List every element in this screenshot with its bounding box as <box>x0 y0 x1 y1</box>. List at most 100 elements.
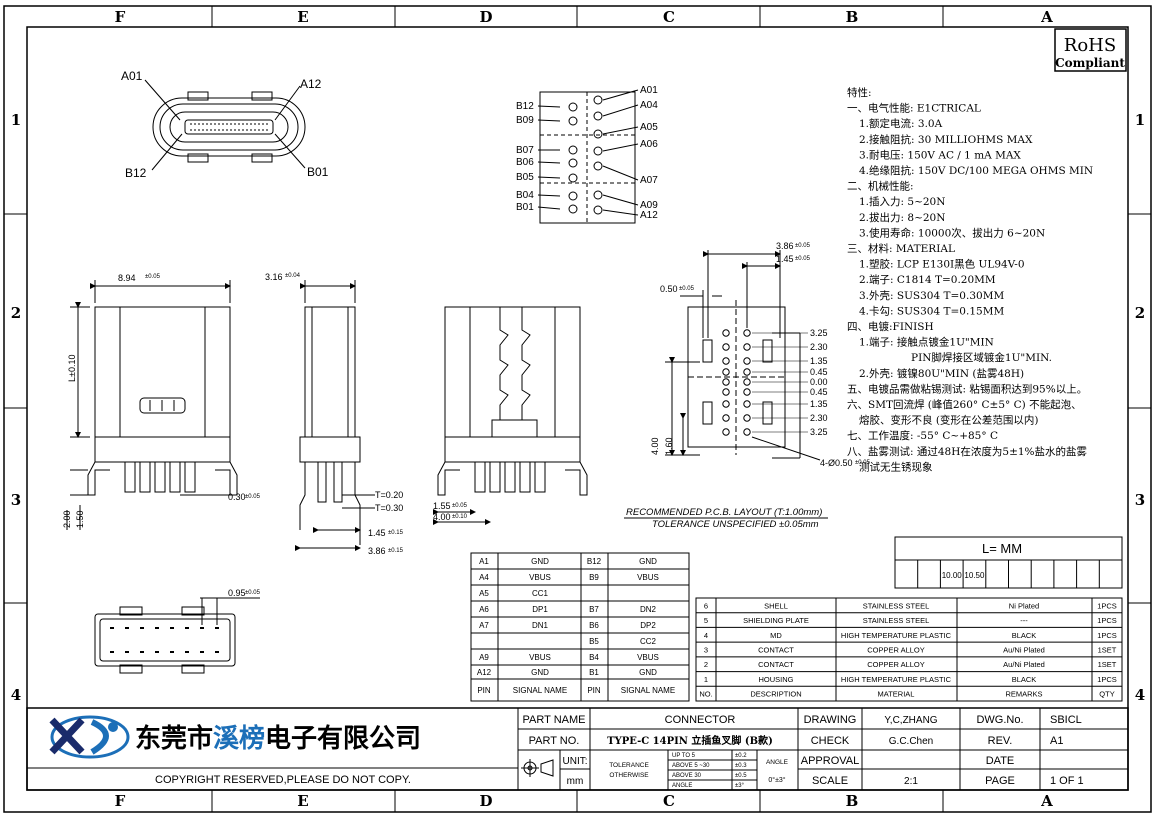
pcb-row-label: 2.30 <box>810 413 828 423</box>
pinout-right-label: A05 <box>640 122 658 133</box>
label-a01: A01 <box>121 69 143 83</box>
pinout-left-label: B04 <box>516 190 534 201</box>
pcb-pad <box>722 388 730 396</box>
pcb-dim-400: 4.00 <box>650 437 660 455</box>
bom-cell: 1PCS <box>1097 601 1117 610</box>
pinout-right-label: A07 <box>640 175 658 186</box>
pin-table-cell: A9 <box>479 653 489 662</box>
dwg-value: SBICL <box>1050 714 1082 726</box>
col-label-b-bottom: B <box>846 792 859 810</box>
bom-cell: 6 <box>704 601 708 610</box>
dim-pin-gap-tol: ±0.05 <box>245 494 261 500</box>
pin-table-cell: A4 <box>479 573 489 582</box>
tol-30-v: ±0.5 <box>735 773 747 779</box>
copyright-text: COPYRIGHT RESERVED,PLEASE DO NOT COPY. <box>155 774 411 786</box>
pin-table-cell: CC1 <box>532 589 549 598</box>
pin-circle <box>593 161 603 171</box>
dim-155: 1.55 <box>433 501 451 511</box>
label-b01: B01 <box>307 165 329 179</box>
pin-table-cell: VBUS <box>637 573 659 582</box>
page-value: 1 OF 1 <box>1050 775 1084 787</box>
spec-line: 六、SMT回流焊 (峰值260° C±5° C) 不能起泡、 <box>847 398 1082 411</box>
tol-5-30-v: ±0.3 <box>735 763 747 769</box>
pinout-right-label: A09 <box>640 200 658 211</box>
pin-table-cell: B9 <box>589 573 599 582</box>
pin-table-cell: DN2 <box>640 605 657 614</box>
front-view <box>144 79 306 171</box>
bom-cell: Au/Ni Plated <box>1003 646 1045 655</box>
front-elevation-dims: 8.94 ±0.05 L±0.10 0.30 ±0.05 2.00 1.50 <box>62 273 261 528</box>
bottom-view-dims: 0.95 ±0.05 <box>228 588 261 598</box>
pin-circle <box>568 158 578 168</box>
tol-5-30: ABOVE 5 ~30 <box>672 763 710 769</box>
pin-circle <box>568 116 578 126</box>
bom-cell: 1SET <box>1098 660 1117 669</box>
pin-table-cell: A7 <box>479 621 489 630</box>
part-name-label: PART NAME <box>523 714 586 726</box>
pcb-row-label: 1.35 <box>810 356 828 366</box>
pinout-right-label: A04 <box>640 100 658 111</box>
pcb-dim-386: 3.86 <box>776 241 794 251</box>
pinout-left-leader <box>537 206 561 210</box>
row-label-3: 3 <box>11 491 21 509</box>
rev-value: A1 <box>1050 735 1063 747</box>
pin-table-cell: A5 <box>479 589 489 598</box>
bom-cell: 4 <box>704 631 708 640</box>
scale-value: 2:1 <box>904 776 918 787</box>
pinout-left-label: B12 <box>516 101 534 112</box>
dim-386-tol: ±0.15 <box>388 548 404 554</box>
title-block <box>26 707 1129 791</box>
bom-cell: CONTACT <box>758 660 794 669</box>
pin-table-cell: SIGNAL NAME <box>513 686 567 695</box>
pcb-pad <box>722 343 730 351</box>
dim-width-tol: ±0.05 <box>145 274 161 280</box>
spec-line: 五、电镀品需做粘锡测试: 粘锡面积达到95%以上。 <box>847 382 1087 395</box>
pcb-pad <box>743 388 751 396</box>
bom-cell: SHIELDING PLATE <box>743 616 809 625</box>
part-name: CONNECTOR <box>665 714 736 726</box>
bom-cell: NO. <box>699 690 712 699</box>
dim-t020: T=0.20 <box>375 490 403 500</box>
rear-view-dims: 1.55 ±0.05 4.00 ±0.10 <box>433 501 468 522</box>
pcb-pad <box>722 329 730 337</box>
pcb-dim-160: 1.60 <box>664 437 674 455</box>
dim-400: 4.00 <box>433 512 451 522</box>
dim-depth-tol: ±0.04 <box>285 273 301 279</box>
pinout-diagram <box>537 89 639 224</box>
dwg-label: DWG.No. <box>976 714 1023 726</box>
bom-cell: HIGH TEMPERATURE PLASTIC <box>841 675 952 684</box>
bom-cell: DESCRIPTION <box>750 690 801 699</box>
pinout-left-label: B07 <box>516 145 534 156</box>
bom-cell: COPPER ALLOY <box>867 646 925 655</box>
unit-label: UNIT: <box>563 756 588 767</box>
spec-line: 1.额定电流: 3.0A <box>859 117 943 130</box>
col-label-b: B <box>846 8 859 26</box>
pin-circle <box>568 191 578 201</box>
spec-line: 1.端子: 接触点镀金1U"MIN <box>859 336 994 349</box>
dim-400-tol: ±0.10 <box>452 514 468 520</box>
spec-line: 熔胶、变形不良 (变形在公差范围以内) <box>859 414 1039 427</box>
pcb-dim-145-tol: ±0.05 <box>795 256 811 262</box>
tol-30: ABOVE 30 <box>672 773 702 779</box>
pinout-right-leader <box>602 194 639 206</box>
spec-line: 2.外壳: 镀镍80U"MIN (盐雾48H) <box>859 367 1024 380</box>
pcb-row-label: 3.25 <box>810 328 828 338</box>
bom-cell: MATERIAL <box>878 690 915 699</box>
pin-table-cell: DN1 <box>532 621 549 630</box>
pin-table <box>470 552 690 702</box>
pin-table-cell: B7 <box>589 605 599 614</box>
pin-table-cell: A12 <box>477 668 492 677</box>
bom-cell: 1PCS <box>1097 616 1117 625</box>
pinout-labels: B12B09B07B06B05B04B01A01A04A05A06A07A09A… <box>516 85 658 221</box>
col-label-c-bottom: C <box>663 792 675 810</box>
spec-line: 2.接触阻抗: 30 MILLIOHMS MAX <box>859 133 1033 146</box>
spec-line: 4.绝缘阻抗: 150V DC/100 MEGA OHMS MIN <box>859 164 1093 177</box>
scale-label: SCALE <box>812 775 848 787</box>
pin-table-cell: B4 <box>589 653 599 662</box>
bom-cell: STAINLESS STEEL <box>863 601 930 610</box>
pin-table-cell: VBUS <box>529 653 551 662</box>
row-label-4-right: 4 <box>1135 686 1145 704</box>
pcb-dim-145: 1.45 <box>776 254 794 264</box>
bom-cell: Au/Ni Plated <box>1003 660 1045 669</box>
part-no-label: PART NO. <box>529 735 580 747</box>
